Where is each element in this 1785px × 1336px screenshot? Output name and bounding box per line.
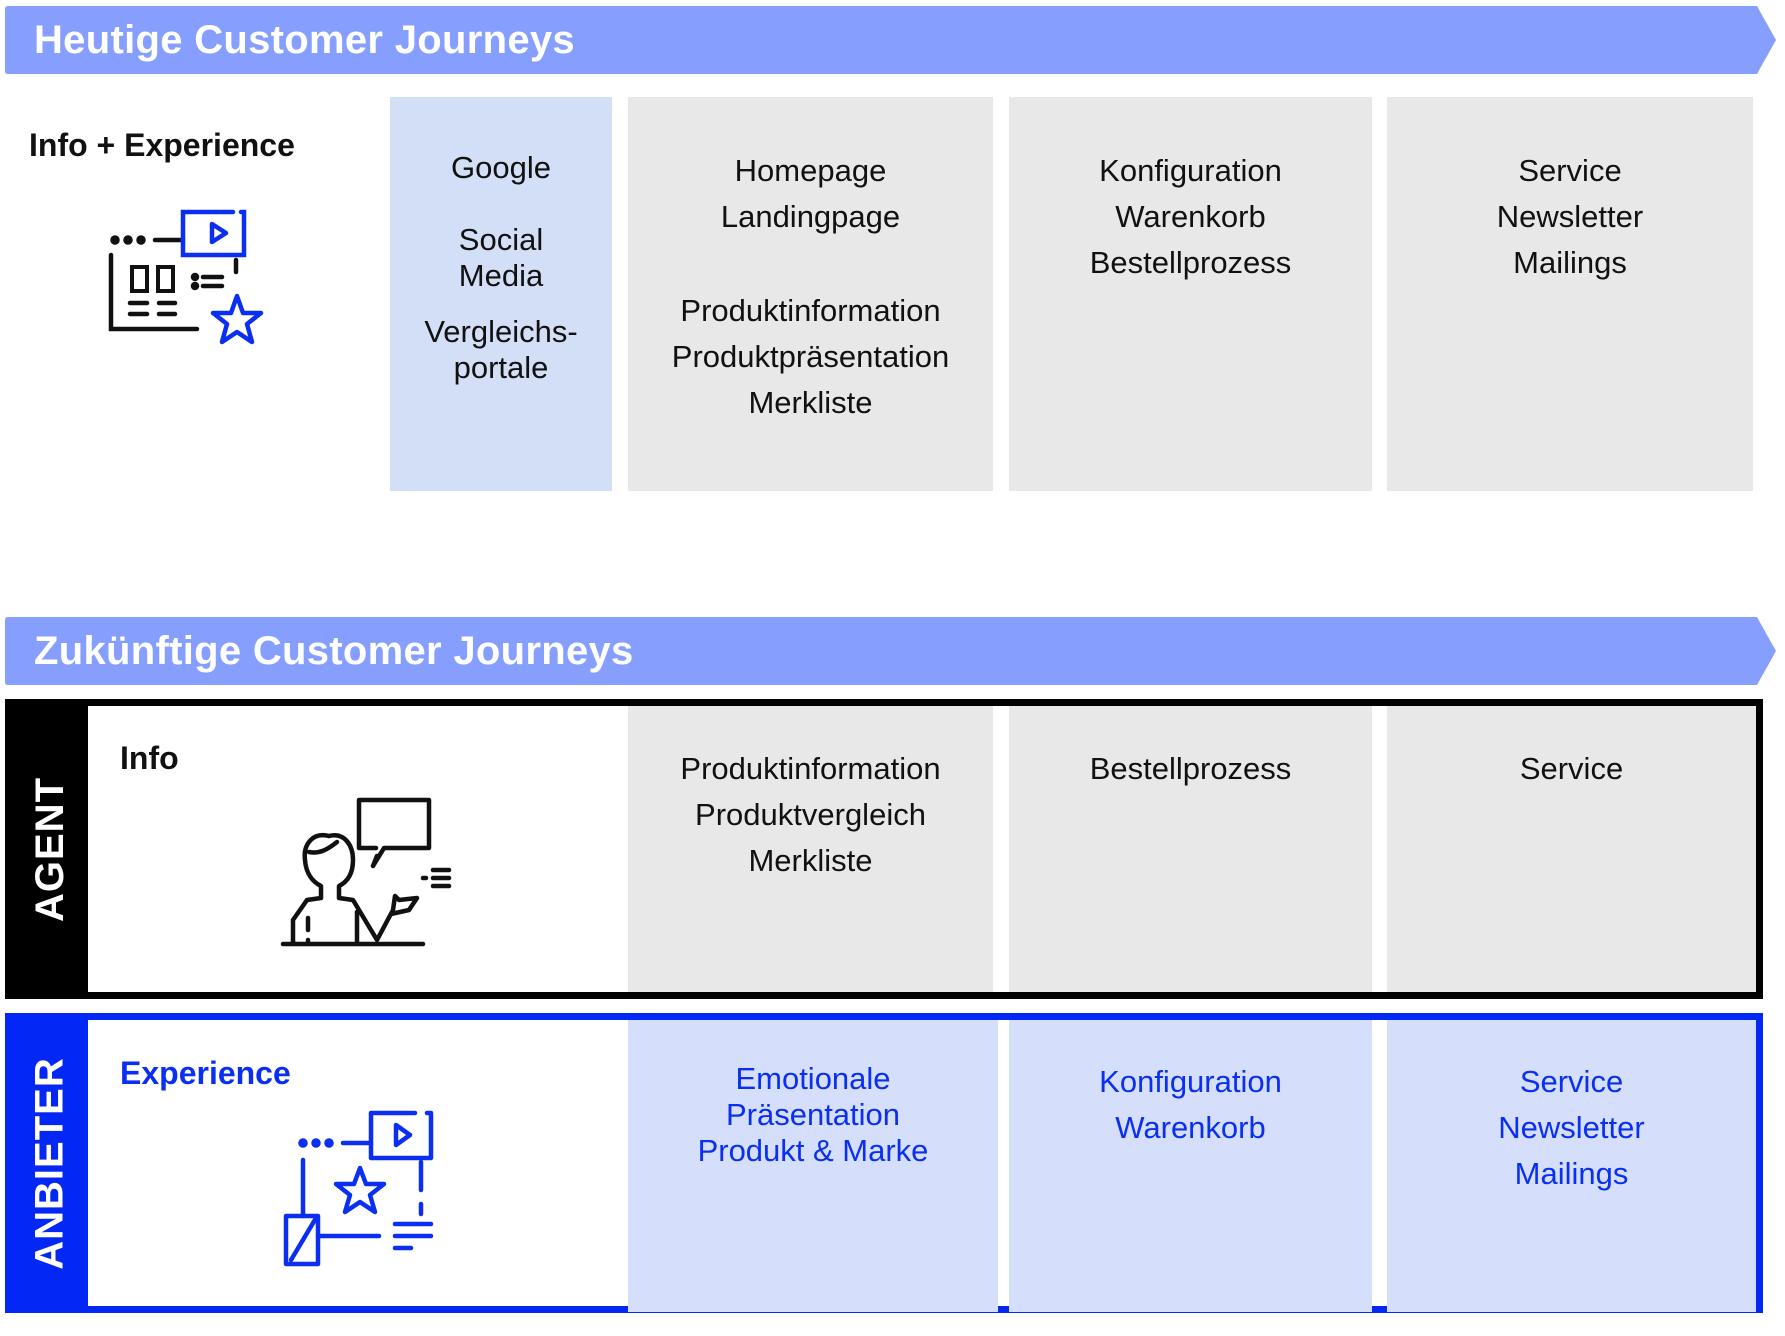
column-text: Landingpage xyxy=(720,199,901,234)
column-text: Warenkorb xyxy=(1115,199,1266,234)
agent-section: AGENT Info Produktinformation Produktver… xyxy=(5,699,1763,999)
column-text: Konfiguration xyxy=(1099,1064,1282,1099)
agent-column-order: Bestellprozess xyxy=(1009,706,1372,992)
anbieter-column-configuration: Konfiguration Warenkorb xyxy=(1009,1020,1372,1312)
column-text: Merkliste xyxy=(748,385,873,420)
agent-column-service: Service xyxy=(1387,706,1756,992)
column-text: Service xyxy=(1519,1064,1624,1099)
column-text: Emotionale xyxy=(735,1061,891,1096)
column-text: Homepage xyxy=(734,153,887,188)
anbieter-side-label-text: ANBIETER xyxy=(27,1056,72,1270)
anbieter-experience-label: Experience xyxy=(120,1055,291,1091)
column-text: Produktpräsentation xyxy=(671,339,950,374)
column-text: Produktinformation xyxy=(680,751,941,786)
column-text: Produkt & Marke xyxy=(697,1133,929,1168)
column-text: Vergleichs- xyxy=(424,314,578,349)
column-text: Bestellprozess xyxy=(1089,245,1292,280)
column-text: Präsentation xyxy=(725,1097,901,1132)
anbieter-side-label: ANBIETER xyxy=(12,1020,88,1306)
agent-column-product: Produktinformation Produktvergleich Merk… xyxy=(628,706,993,992)
presenter-speech-bubble-icon xyxy=(273,790,473,955)
column-text: portale xyxy=(453,350,549,385)
column-text: Produktinformation xyxy=(680,293,941,328)
content-video-star-icon xyxy=(100,200,270,355)
column-text: Social xyxy=(458,222,544,257)
anbieter-section: ANBIETER Experience Emotionale Präsentat… xyxy=(5,1013,1763,1313)
today-column-website: Homepage Landingpage Produktinformation … xyxy=(628,97,993,491)
today-column-purchase: Konfiguration Warenkorb Bestellprozess xyxy=(1009,97,1372,491)
column-text: Bestellprozess xyxy=(1089,751,1292,786)
column-text: Newsletter xyxy=(1498,1110,1645,1145)
today-label: Info + Experience xyxy=(29,127,295,163)
today-column-service: Service Newsletter Mailings xyxy=(1387,97,1753,491)
banner-arrow-shape xyxy=(5,6,1776,74)
column-text: Merkliste xyxy=(748,843,873,878)
agent-info-label: Info xyxy=(120,740,179,776)
column-text: Service xyxy=(1518,153,1622,188)
column-text: Mailings xyxy=(1513,245,1627,280)
banner-future: Zukünftige Customer Journeys xyxy=(5,617,1776,685)
experience-media-icon xyxy=(279,1110,449,1275)
column-text: Warenkorb xyxy=(1115,1110,1266,1145)
banner-arrow-shape xyxy=(5,617,1776,685)
column-text: Newsletter xyxy=(1496,199,1644,234)
column-text: Service xyxy=(1519,751,1624,786)
column-text: Produktvergleich xyxy=(695,797,926,832)
agent-side-label: AGENT xyxy=(12,706,88,992)
anbieter-column-presentation: Emotionale Präsentation Produkt & Marke xyxy=(628,1020,998,1312)
column-text: Media xyxy=(458,258,544,293)
column-text: Google xyxy=(451,150,551,185)
banner-future-title: Zukünftige Customer Journeys xyxy=(34,629,634,673)
column-text: Konfiguration xyxy=(1099,153,1282,188)
agent-side-label-text: AGENT xyxy=(27,776,72,922)
column-text: Mailings xyxy=(1514,1156,1629,1191)
banner-today: Heutige Customer Journeys xyxy=(5,6,1776,74)
anbieter-column-service: Service Newsletter Mailings xyxy=(1387,1020,1756,1312)
today-column-discovery: Google Social Media Vergleichs- portale xyxy=(390,97,612,491)
banner-today-title: Heutige Customer Journeys xyxy=(34,18,575,62)
